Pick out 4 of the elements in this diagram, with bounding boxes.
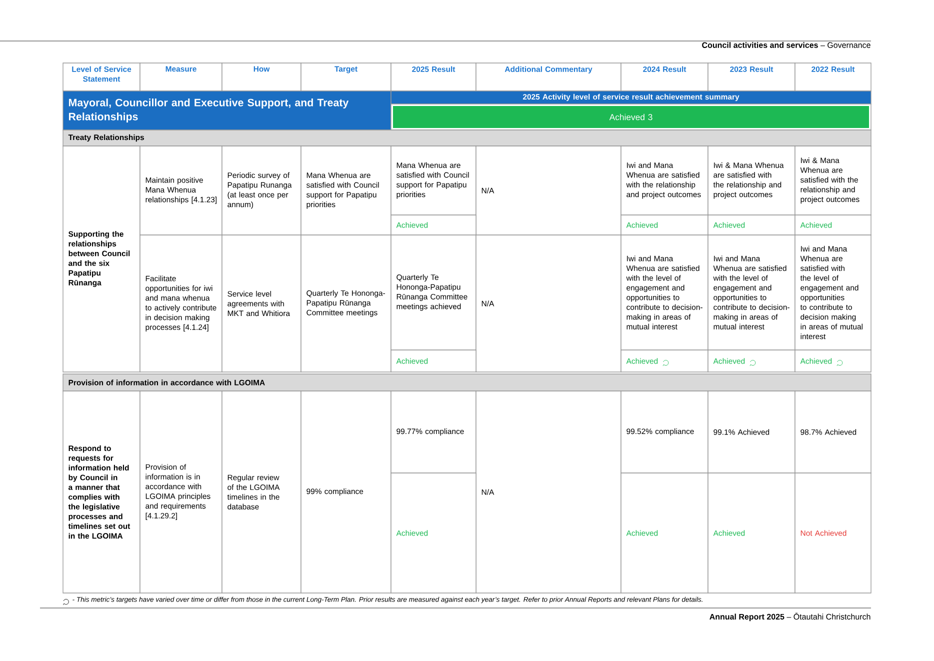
page-header: Council activities and services – Governance (702, 42, 870, 48)
summary-bar: Achieved 3 (390, 104, 872, 130)
section-banner: Mayoral, Councillor and Executive Support, and Treaty Relationships (62, 90, 392, 130)
page-footer: Annual Report 2025 – Ōtautahi Christchurch (710, 612, 870, 622)
